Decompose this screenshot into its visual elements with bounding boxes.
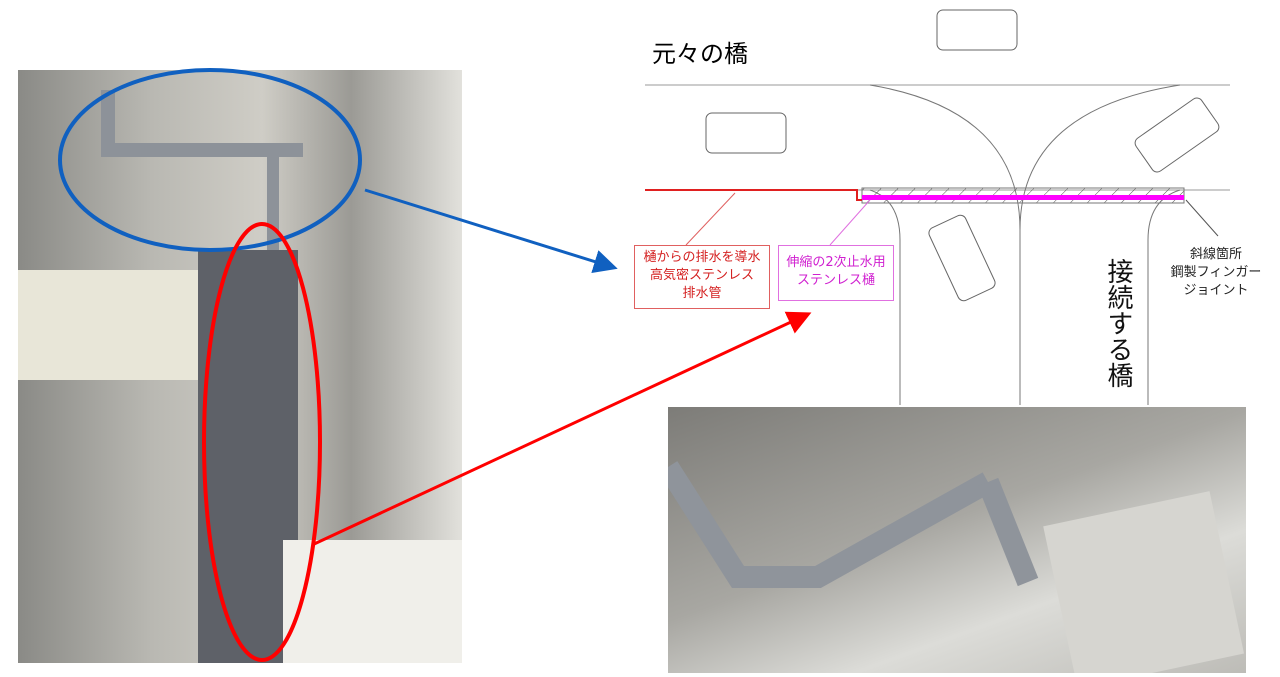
road-plan xyxy=(645,9,1230,405)
blue-arrow xyxy=(364,188,618,274)
drain-pipe-label: 樋からの排水を導水 高気密ステンレス 排水管 xyxy=(634,245,770,309)
finger-joint-label: 斜線箇所 鋼製フィンガー ジョイント xyxy=(1168,246,1264,300)
drain-pipe xyxy=(668,461,994,588)
photo-right-shapes xyxy=(668,461,1245,673)
drain-pipe-down xyxy=(977,477,1039,587)
leader-gutter xyxy=(829,199,871,246)
connecting-bridge-label: 接続する橋 xyxy=(1103,258,1133,388)
car-icon xyxy=(705,112,787,154)
concrete-block xyxy=(1043,491,1245,673)
leader-drain xyxy=(685,192,736,246)
gutter-line xyxy=(862,195,1184,200)
car-icon xyxy=(936,9,1018,51)
label-line: 樋からの排水を導水 xyxy=(643,250,761,265)
label-line: 排水管 xyxy=(682,286,722,301)
lane-curve xyxy=(869,84,1181,231)
label-line: 鋼製フィンガー xyxy=(1170,265,1262,280)
label-line: ステンレス樋 xyxy=(796,273,875,288)
leader-joint xyxy=(1185,199,1219,237)
label-line: ジョイント xyxy=(1183,283,1249,298)
photo-pipe-closeup xyxy=(668,407,1246,673)
label-line: 高気密ステンレス xyxy=(649,268,754,283)
red-callout-ellipse xyxy=(202,222,322,662)
steel-girder xyxy=(18,270,198,380)
red-arrow xyxy=(311,311,812,547)
gutter-label: 伸縮の2次止水用 ステンレス樋 xyxy=(778,245,894,301)
drain-pipe xyxy=(101,90,303,157)
label-line: 伸縮の2次止水用 xyxy=(786,255,886,270)
blue-callout-ellipse xyxy=(58,68,362,252)
car-icons xyxy=(705,9,1220,302)
drain-pipe-line xyxy=(645,189,862,201)
label-line: 斜線箇所 xyxy=(1189,247,1242,262)
car-icon xyxy=(1134,97,1220,173)
photo-bridge-underside xyxy=(18,70,462,663)
original-bridge-title: 元々の橋 xyxy=(652,40,748,68)
car-icon xyxy=(928,214,996,302)
